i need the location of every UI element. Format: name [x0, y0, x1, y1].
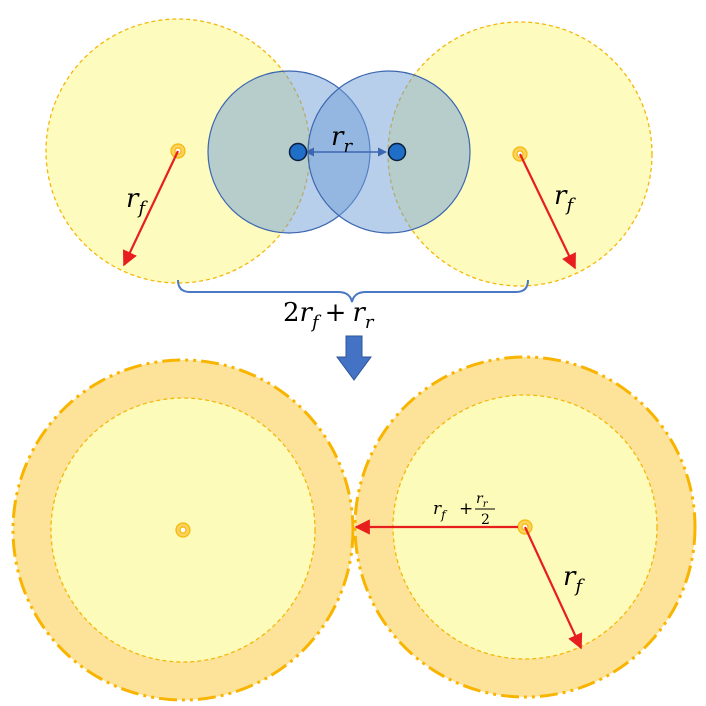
svg-text:rr: rr [476, 491, 489, 510]
label-rr: rr [331, 122, 353, 157]
span-brace [177, 279, 529, 303]
probe-center-icon [175, 522, 191, 538]
radius-arrow-left [122, 150, 179, 267]
svg-text:+: + [459, 499, 473, 519]
radius-arrow-bottom [524, 526, 583, 650]
down-arrow-icon [336, 335, 372, 381]
atom-center-left [288, 142, 308, 162]
svg-text:2: 2 [481, 512, 490, 528]
svg-text:rf: rf [433, 499, 448, 522]
radius-arrow-right [519, 153, 576, 270]
label-total-span: 2rf+rr [283, 298, 375, 333]
atom-center-right [387, 142, 407, 162]
label-expanded-radius: rf + rr 2 [433, 491, 495, 528]
